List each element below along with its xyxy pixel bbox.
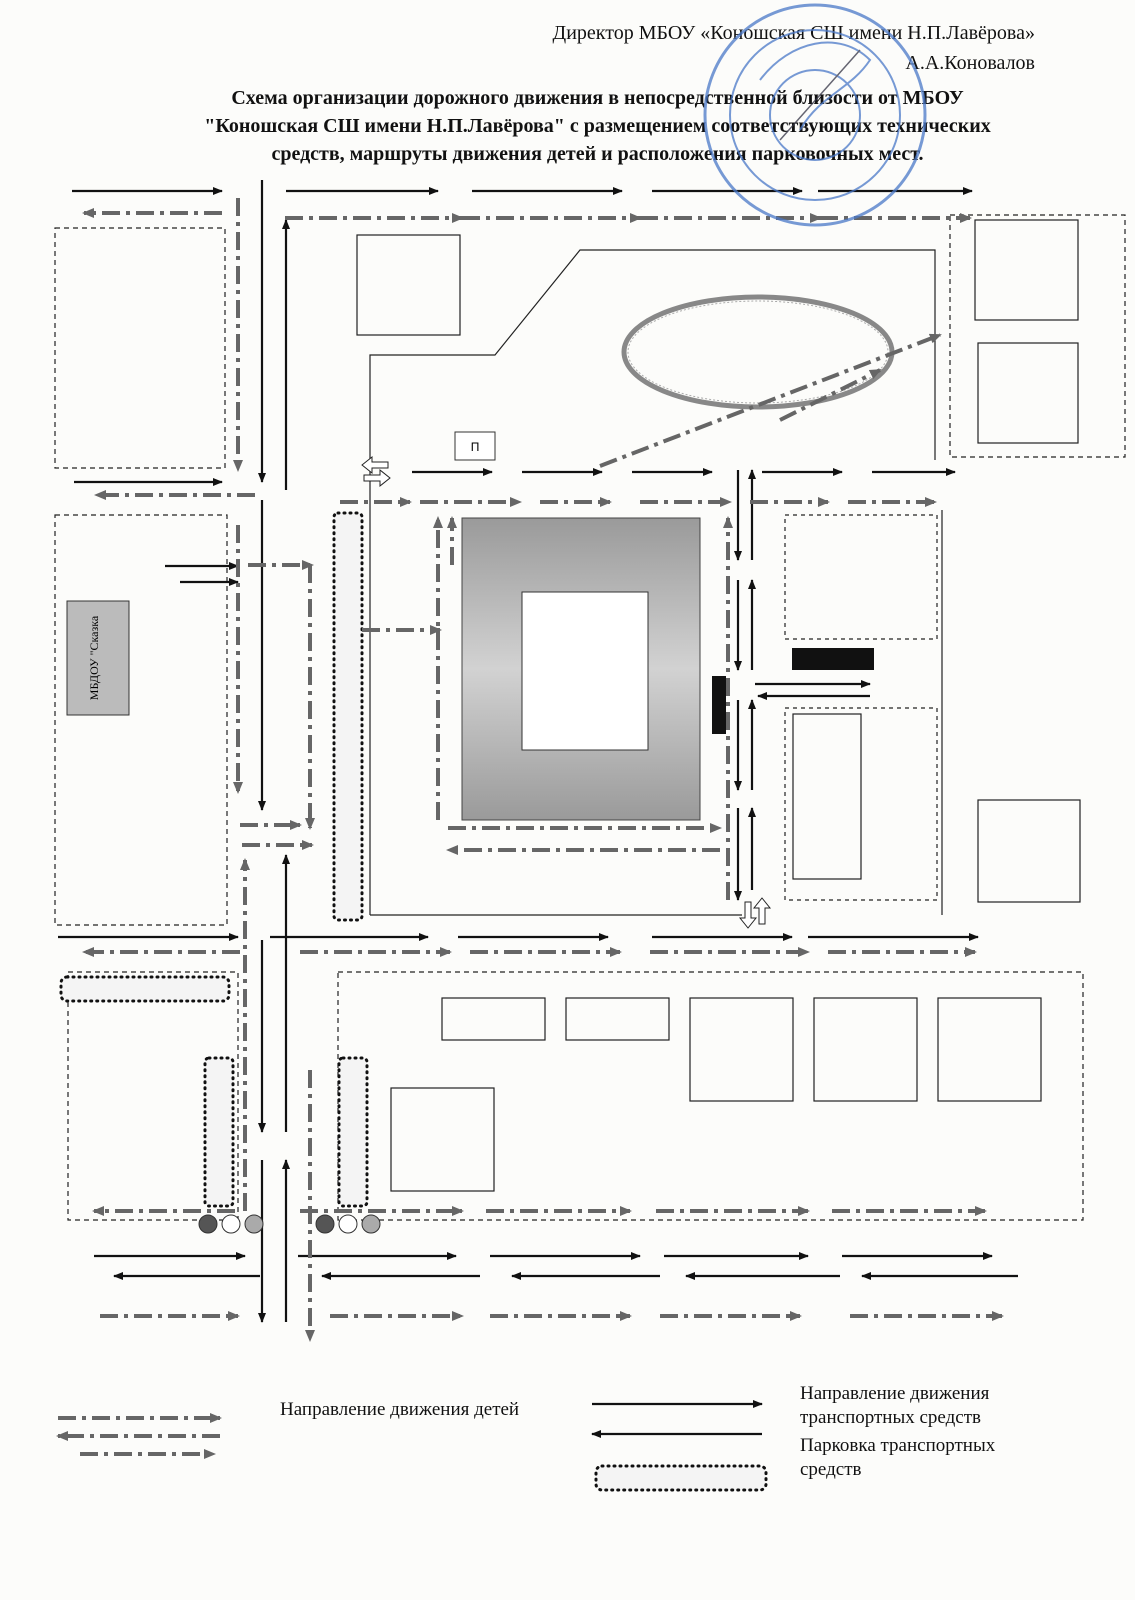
kindergarten-building (66, 600, 130, 716)
building-top-left (356, 234, 461, 336)
title-line-1: Схема организации дорожного движения в н… (231, 87, 964, 109)
block-east-top (949, 214, 1126, 458)
block-south (337, 971, 1084, 1221)
legend-children-samples (56, 1413, 222, 1459)
parking-area-3 (203, 1056, 235, 1208)
block-kindergarten (54, 514, 228, 926)
child-paths (82, 198, 1004, 1342)
parking-area-1 (332, 511, 364, 922)
traffic-light-green-east (361, 1214, 381, 1234)
parking-area-2 (59, 975, 231, 1003)
building-east-2 (977, 342, 1079, 444)
building-south-3 (689, 997, 794, 1102)
building-east-1 (974, 219, 1079, 321)
traffic-lights-west (198, 1214, 264, 1234)
barrier-block-vertical (712, 676, 726, 734)
block-west-top (54, 227, 226, 469)
school-courtyard (521, 591, 649, 751)
legend-children-label: Направление движения детей (280, 1399, 520, 1420)
legend-vehicle-samples (591, 1400, 763, 1438)
building-south-6 (390, 1087, 495, 1192)
traffic-lights-east (315, 1214, 381, 1234)
kindergarten-label: МБДОУ "Сказка (87, 615, 101, 700)
building-south-1 (441, 997, 546, 1041)
traffic-light-yellow-east (338, 1214, 358, 1234)
vehicle-lanes (58, 180, 1018, 1323)
title-line-3: средств, маршруты движения детей и распо… (271, 143, 924, 165)
legend-vehicles-label: Направление движения транспортных средст… (800, 1383, 990, 1428)
parking-area-4 (337, 1056, 369, 1208)
school-territory-outline (369, 249, 936, 915)
barrier-block-horizontal (792, 648, 874, 670)
official-stamp (703, 3, 927, 227)
building-south-5 (937, 997, 1042, 1102)
stadium-track (621, 294, 895, 410)
blocks-layer (54, 214, 1126, 1221)
traffic-light-yellow-west (221, 1214, 241, 1234)
entrance-arrows-south (738, 897, 772, 929)
building-south-2 (565, 997, 670, 1041)
parking-layer (59, 511, 369, 1208)
child-path-arrow-21 (599, 333, 942, 468)
traffic-light-red-east (315, 1214, 335, 1234)
block-east-mid-2 (784, 707, 938, 901)
entrance-arrows-north (361, 455, 391, 488)
building-south-4 (813, 997, 918, 1102)
school-sign-label: П (471, 440, 480, 454)
legend-parking-sample (594, 1464, 768, 1492)
building-east-3 (977, 799, 1081, 903)
page-title: Схема организации дорожного движения в н… (150, 84, 1045, 168)
director-signature-name: А.А.Коновалов (905, 52, 1035, 74)
building-east-inner (792, 713, 862, 880)
traffic-light-green-west (244, 1214, 264, 1234)
title-line-2: "Коношская СШ имени Н.П.Лавёрова" с разм… (204, 115, 991, 137)
legend-parking-label: Парковка транспортных средств (800, 1435, 996, 1480)
school-sign-box (454, 431, 496, 461)
block-south-west (67, 971, 239, 1221)
block-east-mid-1 (784, 514, 938, 640)
child-path-arrow-22 (779, 368, 882, 422)
traffic-light-red-west (198, 1214, 218, 1234)
